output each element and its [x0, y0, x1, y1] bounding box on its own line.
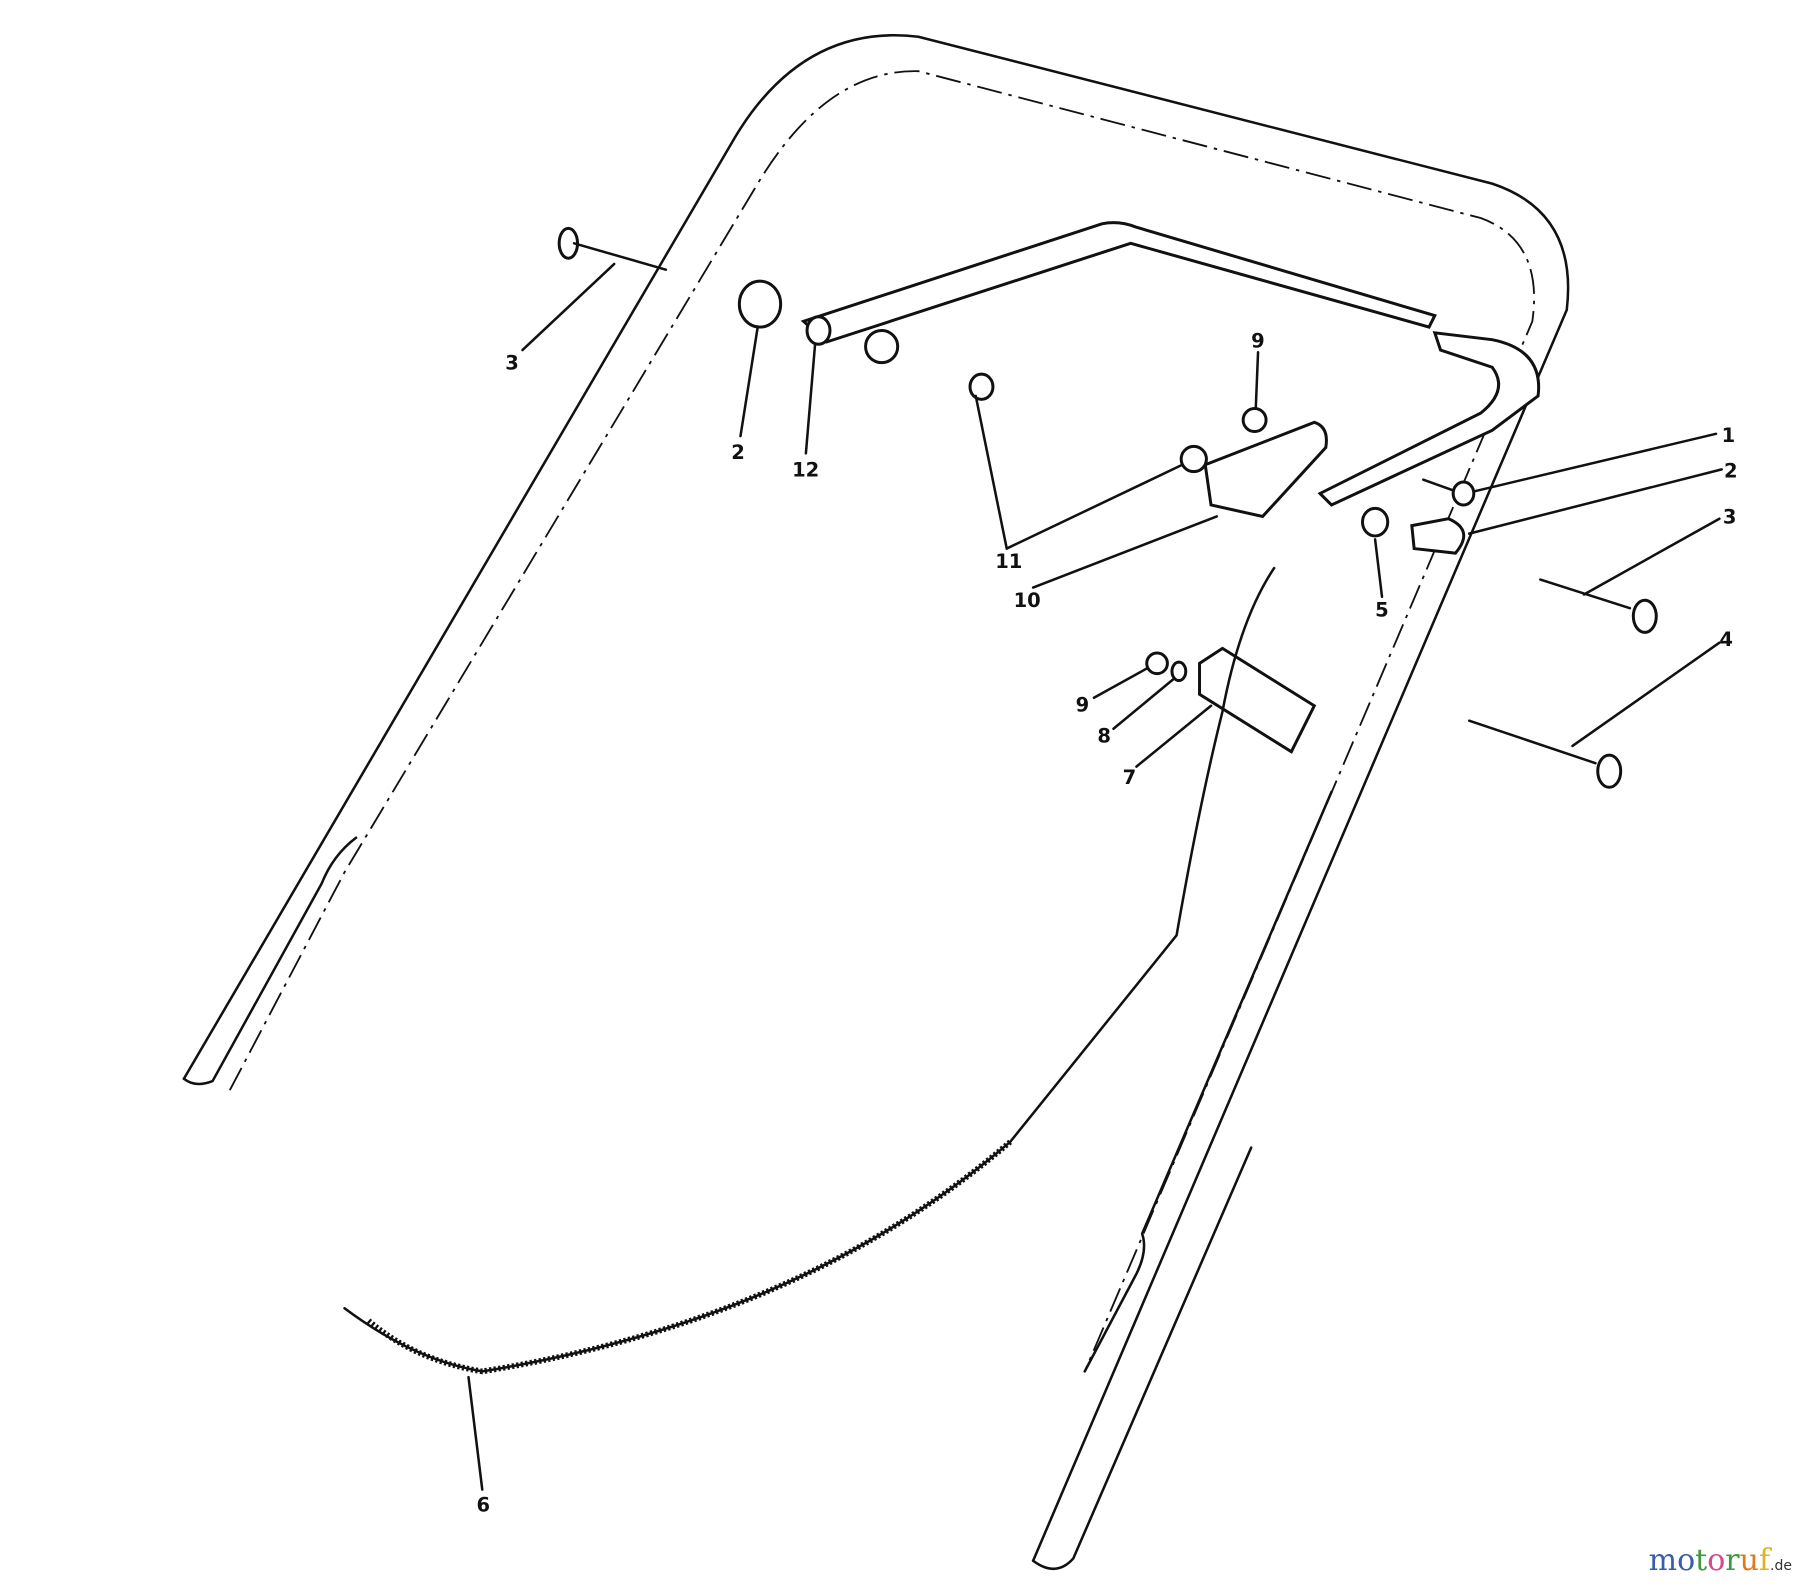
callout-11: 11: [995, 550, 1022, 573]
handle-bottom-right: [1083, 790, 1333, 1373]
callout-12: 12: [792, 458, 819, 481]
callout-10: 10: [1014, 589, 1041, 612]
cable-sheath: [365, 1139, 1013, 1375]
callout-4: 4: [1719, 628, 1733, 651]
nut-lower: [1145, 651, 1169, 676]
washer-center: [1179, 444, 1208, 474]
handle-outer: [182, 34, 1570, 1563]
bolt-right-lower: [1467, 719, 1623, 789]
bolt-left: [557, 226, 668, 271]
bushing-left: [864, 329, 900, 365]
callout-9-top: 9: [1251, 330, 1265, 353]
control-plate: [1203, 420, 1328, 519]
leader-lines: [467, 262, 1723, 1491]
cable-clamp: [1198, 646, 1317, 754]
handle-outer-left-inner: [228, 70, 1536, 1372]
washer-lower: [1170, 660, 1188, 683]
handle-bottom-right-edge: [1031, 1146, 1253, 1571]
callout-2-right: 2: [1724, 459, 1738, 482]
callout-6: 6: [477, 1493, 491, 1516]
spacer-right: [1410, 517, 1466, 555]
callout-9-lower: 9: [1076, 694, 1090, 717]
callout-2-left: 2: [731, 441, 745, 464]
handle-left-end: [182, 836, 358, 1086]
callout-5: 5: [1375, 598, 1389, 621]
callout-8: 8: [1097, 725, 1111, 748]
control-bail-right: [1317, 331, 1541, 507]
control-bail: [800, 221, 1437, 344]
washer-left: [968, 372, 995, 401]
callout-7: 7: [1123, 766, 1137, 789]
nut-top: [1241, 407, 1268, 433]
cable: [343, 566, 1276, 1373]
callout-3-right: 3: [1723, 505, 1737, 528]
callout-1: 1: [1722, 424, 1736, 447]
screw-right: [1422, 478, 1476, 507]
motoruf-watermark-logo: motoruf.de: [1648, 1543, 1792, 1578]
callout-3-left: 3: [505, 352, 519, 375]
bushing-right: [1360, 506, 1390, 538]
bracket-left-hole: [805, 315, 832, 346]
spacer-left: [737, 279, 783, 329]
